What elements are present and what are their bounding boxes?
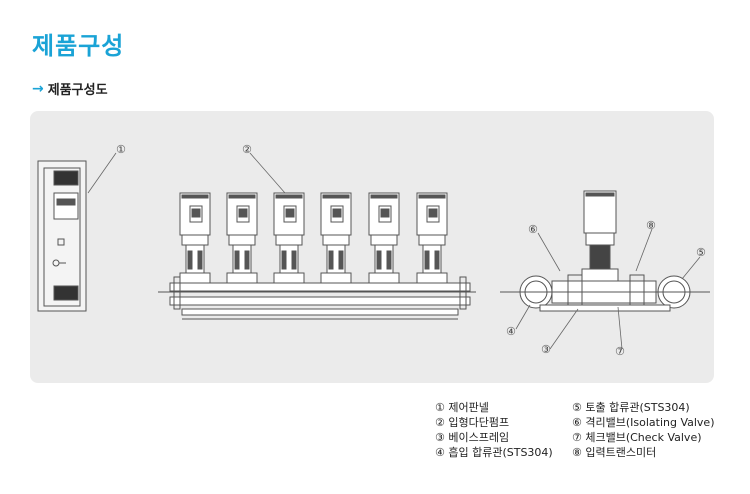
legend-item: ⑦ 체크밸브(Check Valve): [572, 431, 702, 444]
page-title: 제품구성: [32, 32, 125, 60]
callout-7: ⑦: [615, 345, 625, 358]
callout-8: ⑧: [646, 219, 656, 232]
callout-3: ③: [541, 343, 551, 356]
legend-item: ④ 흡입 합류관(STS304): [435, 446, 553, 459]
callout-2: ②: [242, 143, 252, 156]
legend-item: ③ 베이스프레임: [435, 431, 510, 444]
legend-column-1: ① 제어판넬 ② 입형다단펌프 ③ 베이스프레임 ④ 흡입 합류관(STS304…: [435, 400, 553, 460]
legend-item: ⑧ 입력트랜스미터: [572, 446, 657, 459]
diagram-panel: ① ② ③ ④ ⑤ ⑥ ⑦ ⑧: [30, 111, 714, 383]
control-panel-drawing: [37, 160, 87, 312]
leader-lines: [87, 152, 701, 350]
legend-item: ⑥ 격리밸브(Isolating Valve): [572, 416, 715, 429]
legend-column-2: ⑤ 토출 합류관(STS304) ⑥ 격리밸브(Isolating Valve)…: [572, 400, 715, 460]
callout-6: ⑥: [528, 223, 538, 236]
pumps-drawing: [158, 192, 476, 320]
product-diagram: ① ② ③ ④ ⑤ ⑥ ⑦ ⑧: [37, 143, 710, 358]
side-view-drawing: [500, 190, 710, 312]
arrow-right-icon: →: [32, 80, 44, 97]
callout-4: ④: [506, 325, 516, 338]
callout-5: ⑤: [696, 246, 706, 259]
callout-1: ①: [116, 143, 126, 156]
section-subtitle: → 제품구성도: [32, 79, 108, 99]
legend-item: ① 제어판넬: [435, 401, 489, 414]
subtitle-text: 제품구성도: [47, 83, 108, 98]
legend-item: ② 입형다단펌프: [435, 416, 510, 429]
legend-item: ⑤ 토출 합류관(STS304): [572, 401, 690, 414]
